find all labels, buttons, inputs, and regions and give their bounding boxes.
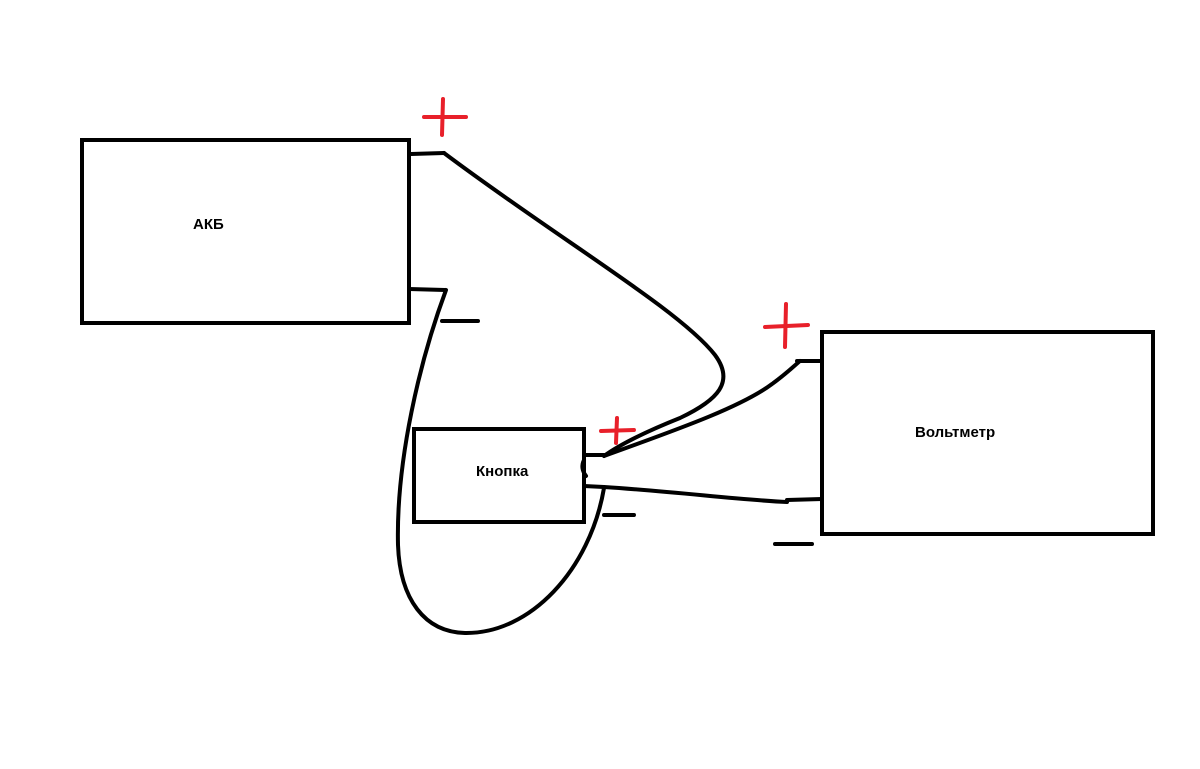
battery-minus-terminal: [407, 287, 447, 292]
voltmeter-minus-terminal: [785, 497, 824, 502]
plus-sign-icon: [614, 416, 619, 445]
voltmeter-box: [820, 330, 1155, 536]
button-block: Кнопка: [412, 427, 606, 524]
plus-sign-icon: [783, 302, 788, 349]
button-minus-terminal: [582, 484, 606, 489]
wire-button-plus-to-voltmeter-plus: [602, 359, 802, 458]
plus-sign-icon: [440, 97, 445, 137]
voltmeter-block: Вольтметр: [785, 330, 1155, 536]
voltmeter-label: Вольтметр: [915, 424, 995, 441]
button-box: [412, 427, 586, 524]
battery-label: АКБ: [193, 216, 224, 233]
battery-plus-terminal: [409, 151, 446, 156]
battery-block: АКБ: [80, 138, 447, 325]
voltmeter-plus-marker: [763, 302, 810, 349]
battery-plus-marker: [422, 97, 468, 137]
battery-box: [80, 138, 411, 325]
button-plus-marker: [599, 416, 636, 445]
button-contact: [580, 458, 588, 478]
wire-button-minus-to-voltmeter-minus: [602, 485, 789, 504]
wire-battery-minus-loop-to-button-minus: [395, 288, 606, 636]
button-label: Кнопка: [476, 463, 529, 480]
wire-battery-plus-to-button-plus: [442, 151, 726, 458]
